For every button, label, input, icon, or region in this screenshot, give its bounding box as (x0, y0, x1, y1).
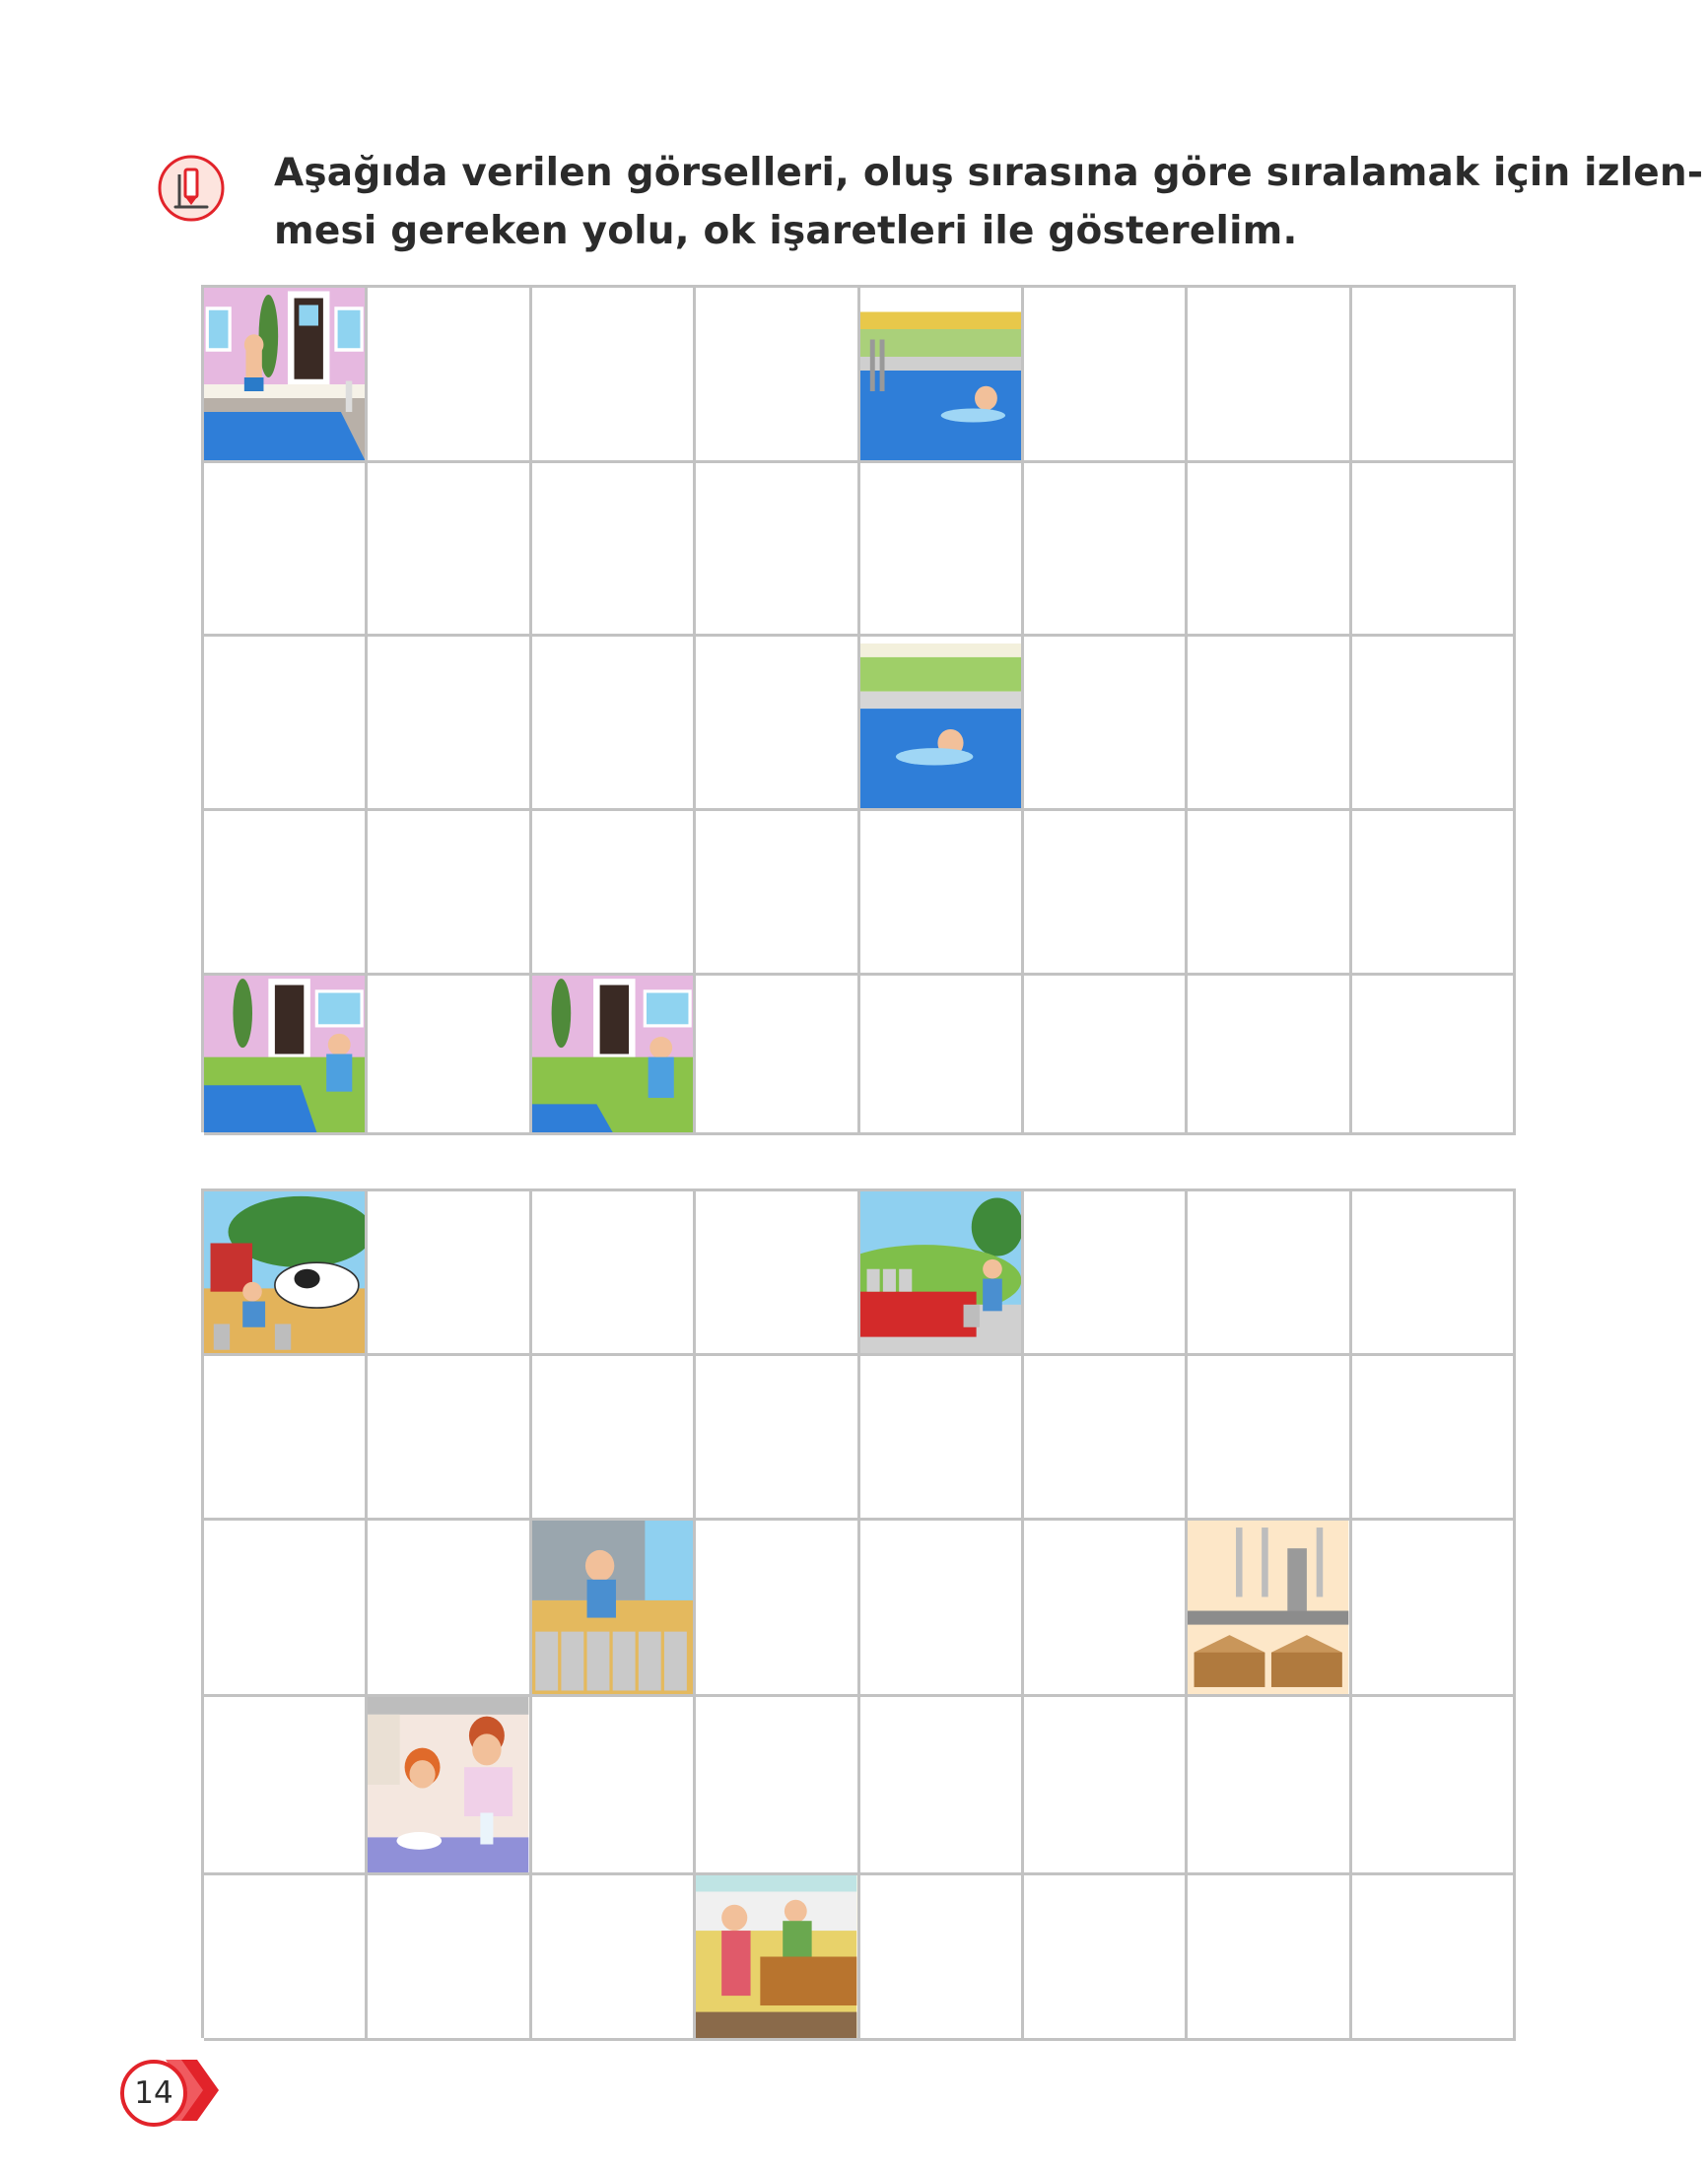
sequence-grid-milk (201, 1188, 1516, 2041)
grid-cell-r1-c8[interactable] (1351, 1191, 1516, 1356)
grid-cell-r5-c2[interactable] (368, 976, 532, 1135)
page-chevron-icon (166, 2060, 219, 2121)
page-number: 14 (120, 2060, 187, 2127)
instruction-line-2: mesi gereken yolu, ok işaretleri ile gös… (274, 209, 1298, 253)
instruction-line-1: Aşağıda verilen görselleri, oluş sırasın… (274, 151, 1704, 195)
grid-cell-r5-c3[interactable] (531, 1875, 697, 2041)
picture-milk-factory-packaging (1188, 1521, 1348, 1694)
grid-cell-r3-c6[interactable] (1023, 1521, 1189, 1697)
grid-cell-r2-c4[interactable] (696, 1356, 860, 1521)
grid-cell-r4-c3[interactable] (531, 1697, 697, 1875)
picture-child-walking-away-from-pool (532, 976, 693, 1132)
grid-cell-r1-c1[interactable] (204, 288, 369, 463)
grid-cell-r1-c4[interactable] (696, 288, 860, 463)
grid-cell-r3-c8[interactable] (1351, 1521, 1516, 1697)
grid-cell-r4-c1[interactable] (204, 811, 369, 976)
grid-cell-r1-c7[interactable] (1188, 1191, 1352, 1356)
grid-cell-r2-c5[interactable] (859, 1356, 1024, 1521)
picture-mother-and-child-drinking-milk (368, 1697, 528, 1872)
picture-child-with-towel-by-pool (204, 976, 365, 1132)
grid-cell-r4-c7[interactable] (1188, 1697, 1352, 1875)
sequence-grid-swimming (201, 285, 1516, 1135)
grid-cell-r4-c5[interactable] (859, 811, 1024, 976)
picture-farmer-milking-cow (204, 1191, 365, 1353)
grid-cell-r5-c6[interactable] (1023, 976, 1189, 1135)
grid-cell-r2-c1[interactable] (204, 1356, 369, 1521)
grid-cell-r4-c2[interactable] (368, 1697, 532, 1875)
grid-cell-r1-c6[interactable] (1023, 288, 1189, 463)
instruction-text: Aşağıda verilen görselleri, oluş sırasın… (274, 144, 1704, 260)
picture-farmer-loading-milk-truck (860, 1191, 1021, 1353)
grid-cell-r2-c2[interactable] (368, 463, 532, 637)
grid-cell-r5-c8[interactable] (1351, 1875, 1516, 2041)
grid-cell-r5-c2[interactable] (368, 1875, 532, 2041)
grid-cell-r3-c6[interactable] (1023, 637, 1189, 811)
grid-cell-r1-c3[interactable] (531, 288, 697, 463)
picture-boy-swimming (860, 637, 1021, 808)
grid-cell-r3-c7[interactable] (1188, 637, 1352, 811)
grid-cell-r1-c7[interactable] (1188, 288, 1352, 463)
grid-cell-r1-c2[interactable] (368, 288, 532, 463)
grid-cell-r5-c1[interactable] (204, 976, 369, 1135)
grid-cell-r2-c6[interactable] (1023, 463, 1189, 637)
grid-cell-r2-c7[interactable] (1188, 1356, 1352, 1521)
grid-cell-r1-c3[interactable] (531, 1191, 697, 1356)
grid-cell-r3-c2[interactable] (368, 637, 532, 811)
picture-farmer-pouring-milk-into-cans (532, 1521, 693, 1694)
grid-cell-r5-c4[interactable] (696, 1875, 860, 2041)
grid-cell-r2-c6[interactable] (1023, 1356, 1189, 1521)
grid-cell-r3-c5[interactable] (859, 1521, 1024, 1697)
grid-cell-r4-c8[interactable] (1351, 1697, 1516, 1875)
grid-cell-r2-c5[interactable] (859, 463, 1024, 637)
grid-cell-r2-c4[interactable] (696, 463, 860, 637)
grid-cell-r4-c8[interactable] (1351, 811, 1516, 976)
grid-cell-r3-c2[interactable] (368, 1521, 532, 1697)
grid-cell-r4-c3[interactable] (531, 811, 697, 976)
grid-cell-r2-c7[interactable] (1188, 463, 1352, 637)
picture-buying-milk-at-store (696, 1875, 856, 2038)
grid-cell-r4-c6[interactable] (1023, 1697, 1189, 1875)
grid-cell-r5-c7[interactable] (1188, 1875, 1352, 2041)
grid-cell-r5-c7[interactable] (1188, 976, 1352, 1135)
grid-cell-r4-c5[interactable] (859, 1697, 1024, 1875)
grid-cell-r5-c1[interactable] (204, 1875, 369, 2041)
grid-cell-r5-c5[interactable] (859, 1875, 1024, 2041)
grid-cell-r3-c3[interactable] (531, 1521, 697, 1697)
grid-cell-r4-c2[interactable] (368, 811, 532, 976)
grid-cell-r3-c7[interactable] (1188, 1521, 1352, 1697)
grid-cell-r3-c4[interactable] (696, 1521, 860, 1697)
grid-cell-r2-c3[interactable] (531, 1356, 697, 1521)
picture-boy-swimming-near-ladder (860, 288, 1021, 460)
picture-boy-at-poolside (204, 288, 365, 460)
grid-cell-r4-c7[interactable] (1188, 811, 1352, 976)
grid-cell-r2-c1[interactable] (204, 463, 369, 637)
grid-cell-r4-c4[interactable] (696, 1697, 860, 1875)
pencil-info-icon (158, 155, 225, 222)
grid-cell-r5-c3[interactable] (531, 976, 697, 1135)
grid-cell-r1-c5[interactable] (859, 288, 1024, 463)
grid-cell-r1-c4[interactable] (696, 1191, 860, 1356)
grid-cell-r1-c1[interactable] (204, 1191, 369, 1356)
grid-cell-r4-c4[interactable] (696, 811, 860, 976)
grid-cell-r5-c8[interactable] (1351, 976, 1516, 1135)
grid-cell-r3-c1[interactable] (204, 1521, 369, 1697)
grid-cell-r5-c6[interactable] (1023, 1875, 1189, 2041)
grid-cell-r1-c5[interactable] (859, 1191, 1024, 1356)
grid-cell-r3-c4[interactable] (696, 637, 860, 811)
grid-cell-r3-c3[interactable] (531, 637, 697, 811)
grid-cell-r5-c4[interactable] (696, 976, 860, 1135)
grid-cell-r3-c8[interactable] (1351, 637, 1516, 811)
grid-cell-r1-c6[interactable] (1023, 1191, 1189, 1356)
grid-cell-r2-c8[interactable] (1351, 1356, 1516, 1521)
grid-cell-r5-c5[interactable] (859, 976, 1024, 1135)
grid-cell-r4-c1[interactable] (204, 1697, 369, 1875)
grid-cell-r1-c2[interactable] (368, 1191, 532, 1356)
grid-cell-r4-c6[interactable] (1023, 811, 1189, 976)
grid-cell-r1-c8[interactable] (1351, 288, 1516, 463)
grid-cell-r2-c8[interactable] (1351, 463, 1516, 637)
grid-cell-r2-c3[interactable] (531, 463, 697, 637)
grid-cell-r3-c5[interactable] (859, 637, 1024, 811)
grid-cell-r3-c1[interactable] (204, 637, 369, 811)
grid-cell-r2-c2[interactable] (368, 1356, 532, 1521)
